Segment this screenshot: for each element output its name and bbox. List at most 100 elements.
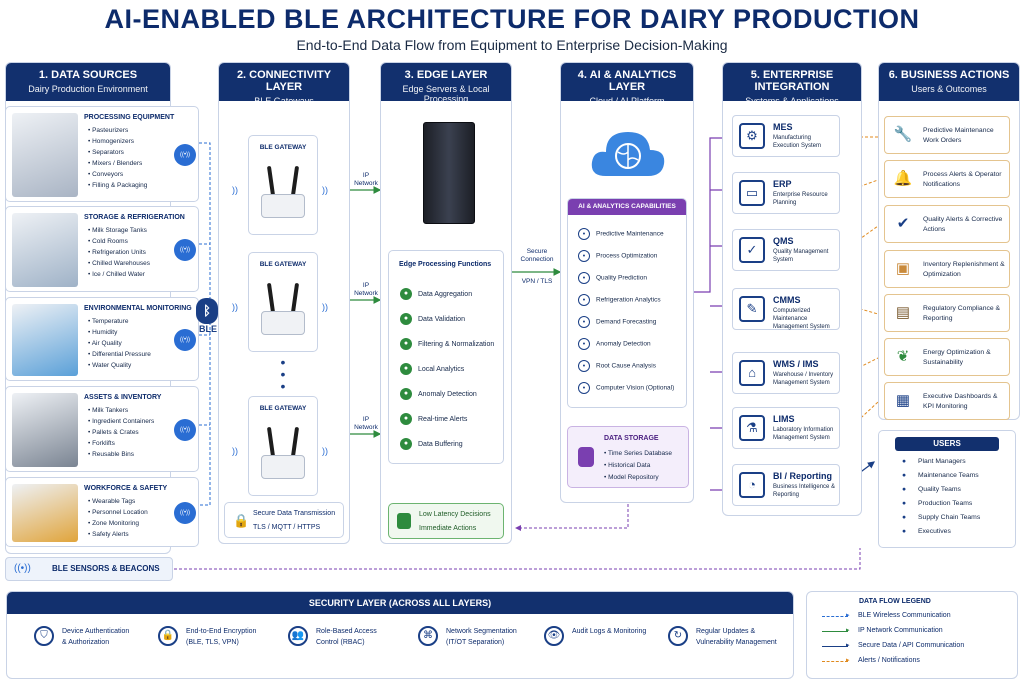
business-action-label: Executive Dashboards & KPI Monitoring [923, 393, 998, 410]
ai-capability-row: •Predictive Maintenance [578, 228, 664, 240]
gateway-antenna [290, 282, 300, 314]
low-latency-sub: Immediate Actions [419, 525, 477, 532]
ble-wave-icon: )) [322, 302, 328, 312]
edge-function-icon: ● [400, 438, 412, 450]
legend-arrow: ▸ [846, 642, 850, 649]
edge-function-row: ●Local Analytics [400, 363, 464, 375]
clipboard-icon: ▤ [895, 304, 911, 321]
business-action-label: Predictive Maintenance Work Orders [923, 127, 994, 144]
source-item: • Temperature [88, 318, 129, 325]
edge-functions-title: Edge Processing Functions [399, 261, 492, 268]
ble-sensors-label: BLE SENSORS & BEACONS [52, 564, 160, 573]
flask-icon: ⚗ [739, 415, 765, 441]
legend-arrow: ▸ [846, 627, 850, 634]
user-label: Plant Managers [918, 458, 966, 465]
source-item: • Zone Monitoring [88, 520, 140, 527]
ai-capability-row: •Computer Vision (Optional) [578, 382, 674, 394]
legend-arrow: ▸ [846, 612, 850, 619]
business-action-label: Quality Alerts & Corrective Actions [923, 216, 1003, 233]
ble-gateway: BLE GATEWAY [248, 135, 318, 235]
cloud-brain-icon [591, 132, 665, 176]
enterprise-system-desc: Manufacturing Execution System [773, 135, 822, 149]
source-card: WORKFORCE & SAFETY• Wearable Tags• Perso… [5, 477, 199, 547]
ai-capability-icon: • [578, 250, 590, 262]
broadcast-icon: ((•)) [14, 563, 31, 574]
leaf-icon: ❦ [896, 348, 910, 365]
data-storage-item: • Historical Data [604, 462, 651, 469]
source-illustration [12, 213, 78, 287]
legend-box: DATA FLOW LEGEND [806, 591, 1018, 679]
edge-function-row: ●Filtering & Normalization [400, 338, 494, 350]
source-item: • Differential Pressure [88, 351, 151, 358]
legend-line [822, 646, 848, 647]
business-action-card: ▤Regulatory Compliance & Reporting [884, 294, 1010, 332]
diagram-subtitle: End-to-End Data Flow from Equipment to E… [296, 37, 728, 53]
eye-icon: 👁 [544, 626, 564, 646]
gateway-antenna [290, 165, 300, 197]
dashboard-icon: ▦ [895, 392, 911, 409]
source-item: • Cold Rooms [88, 238, 128, 245]
edge-function-row: ●Data Buffering [400, 438, 463, 450]
source-card: ASSETS & INVENTORY• Milk Tankers• Ingred… [5, 386, 199, 472]
source-title: STORAGE & REFRIGERATION [84, 214, 185, 221]
business-action-label: Energy Optimization & Sustainability [923, 349, 991, 366]
user-row: ●Plant Managers [902, 458, 966, 465]
source-item: • Ingredient Containers [88, 418, 155, 425]
ai-capability-label: Process Optimization [596, 252, 658, 260]
gateway-device-icon [261, 194, 305, 218]
source-card: PROCESSING EQUIPMENT• Pasteurizers• Homo… [5, 106, 199, 202]
user-row: ●Production Teams [902, 500, 972, 507]
source-illustration [12, 484, 78, 542]
secure-transmission-title: Secure Data Transmission [253, 510, 336, 517]
gateway-title: BLE GATEWAY [259, 144, 307, 151]
legend-label: BLE Wireless Communication [858, 612, 951, 619]
ai-capability-label: Root Cause Analysis [596, 362, 656, 370]
warehouse-icon: ⌂ [739, 360, 765, 386]
enterprise-system-desc: Laboratory Information Management System [773, 427, 834, 441]
legend-line [822, 661, 848, 662]
source-title: WORKFORCE & SAFETY [84, 485, 168, 492]
secure-transmission-protocols: TLS / MQTT / HTTPS [253, 524, 321, 531]
edge-functions-box: Edge Processing Functions [388, 250, 504, 464]
legend-line [822, 631, 848, 632]
source-item: • Ice / Chilled Water [88, 271, 145, 278]
source-item: • Wearable Tags [88, 498, 136, 505]
box-icon: ▣ [895, 260, 911, 277]
security-layer-box: SECURITY LAYER (ACROSS ALL LAYERS) [6, 591, 794, 679]
edge-function-row: ●Data Validation [400, 313, 465, 325]
enterprise-system-name: LIMS [773, 414, 795, 424]
gateway-antenna [266, 426, 276, 458]
legend-arrow: ▸ [846, 657, 850, 664]
edge-function-icon: ● [400, 288, 412, 300]
gateway-title: BLE GATEWAY [259, 405, 307, 412]
edge-function-label: Real-time Alerts [418, 415, 468, 423]
legend-line [822, 616, 848, 617]
ip-network-label: IP Network [354, 172, 378, 187]
source-item: • Refrigeration Units [88, 249, 146, 256]
person-icon: ● [902, 528, 907, 535]
user-label: Executives [918, 528, 951, 535]
enterprise-system-name: WMS / IMS [773, 359, 819, 369]
feedback-line [515, 504, 629, 531]
ble-wave-icon: )) [322, 446, 328, 456]
ai-header: 4. AI & ANALYTICS LAYER Cloud / AI Platf… [561, 63, 693, 106]
user-label: Maintenance Teams [918, 472, 979, 479]
wrench-icon: 🔧 [893, 126, 913, 143]
security-item-label: End-to-End Encryption (BLE, TLS, VPN) [186, 628, 257, 646]
ai-capability-row: •Anomaly Detection [578, 338, 651, 350]
source-illustration [12, 113, 78, 197]
ble-sensors-strip: ((•)) BLE SENSORS & BEACONS [5, 557, 173, 581]
source-card: STORAGE & REFRIGERATION• Milk Storage Ta… [5, 206, 199, 292]
ip-network-label: IP Network [354, 416, 378, 431]
source-item: • Separators [88, 149, 124, 156]
source-item: • Humidity [88, 329, 118, 336]
legend-title: DATA FLOW LEGEND [859, 598, 931, 605]
legend-label: IP Network Communication [858, 627, 943, 634]
person-icon: ● [902, 514, 907, 521]
secure-transmission-box: 🔒 Secure Data Transmission TLS / MQTT / … [224, 502, 344, 538]
database-icon [397, 513, 411, 529]
